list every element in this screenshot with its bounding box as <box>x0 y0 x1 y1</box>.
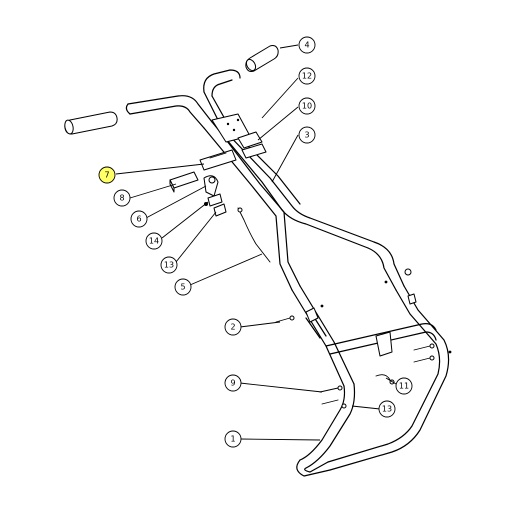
callout-label: 10 <box>302 102 312 111</box>
callout-6[interactable]: 6 <box>130 210 148 228</box>
callout-label: 12 <box>302 72 312 81</box>
callout-label: 9 <box>230 379 235 388</box>
callout-label: 5 <box>180 283 185 292</box>
callout-3[interactable]: 3 <box>298 126 316 144</box>
callout-label: 14 <box>149 237 159 246</box>
callout-label: 4 <box>304 41 309 50</box>
handle-bracket-parts <box>169 149 237 217</box>
callout-label: 13 <box>164 261 174 270</box>
callout-13-lower[interactable]: 13 <box>378 400 396 418</box>
callout-10[interactable]: 10 <box>298 97 316 115</box>
callout-8[interactable]: 8 <box>113 189 131 207</box>
callout-label: 8 <box>119 194 124 203</box>
lower-frame <box>275 285 452 477</box>
callout-12[interactable]: 12 <box>298 67 316 85</box>
callout-4[interactable]: 4 <box>298 36 316 54</box>
callout-label: 11 <box>399 382 409 391</box>
callout-label: 3 <box>304 131 309 140</box>
callout-14[interactable]: 14 <box>145 232 163 250</box>
callout-1[interactable]: 1 <box>224 430 242 448</box>
cable-part-5 <box>237 207 271 263</box>
leader-lines <box>115 44 397 441</box>
callout-13-upper[interactable]: 13 <box>160 256 178 274</box>
upper-handle-frame <box>125 69 412 308</box>
callout-5[interactable]: 5 <box>174 278 192 296</box>
grip-part-4 <box>245 45 279 72</box>
callout-7[interactable]: 7 <box>98 166 116 184</box>
callout-label: 7 <box>104 171 109 180</box>
callout-label: 6 <box>136 215 141 224</box>
callout-label: 2 <box>230 323 235 332</box>
left-grip <box>64 111 118 135</box>
callout-2[interactable]: 2 <box>224 318 242 336</box>
callout-label: 1 <box>230 435 235 444</box>
callout-label: 13 <box>382 405 392 414</box>
callout-11[interactable]: 11 <box>395 377 413 395</box>
callout-9[interactable]: 9 <box>224 374 242 392</box>
